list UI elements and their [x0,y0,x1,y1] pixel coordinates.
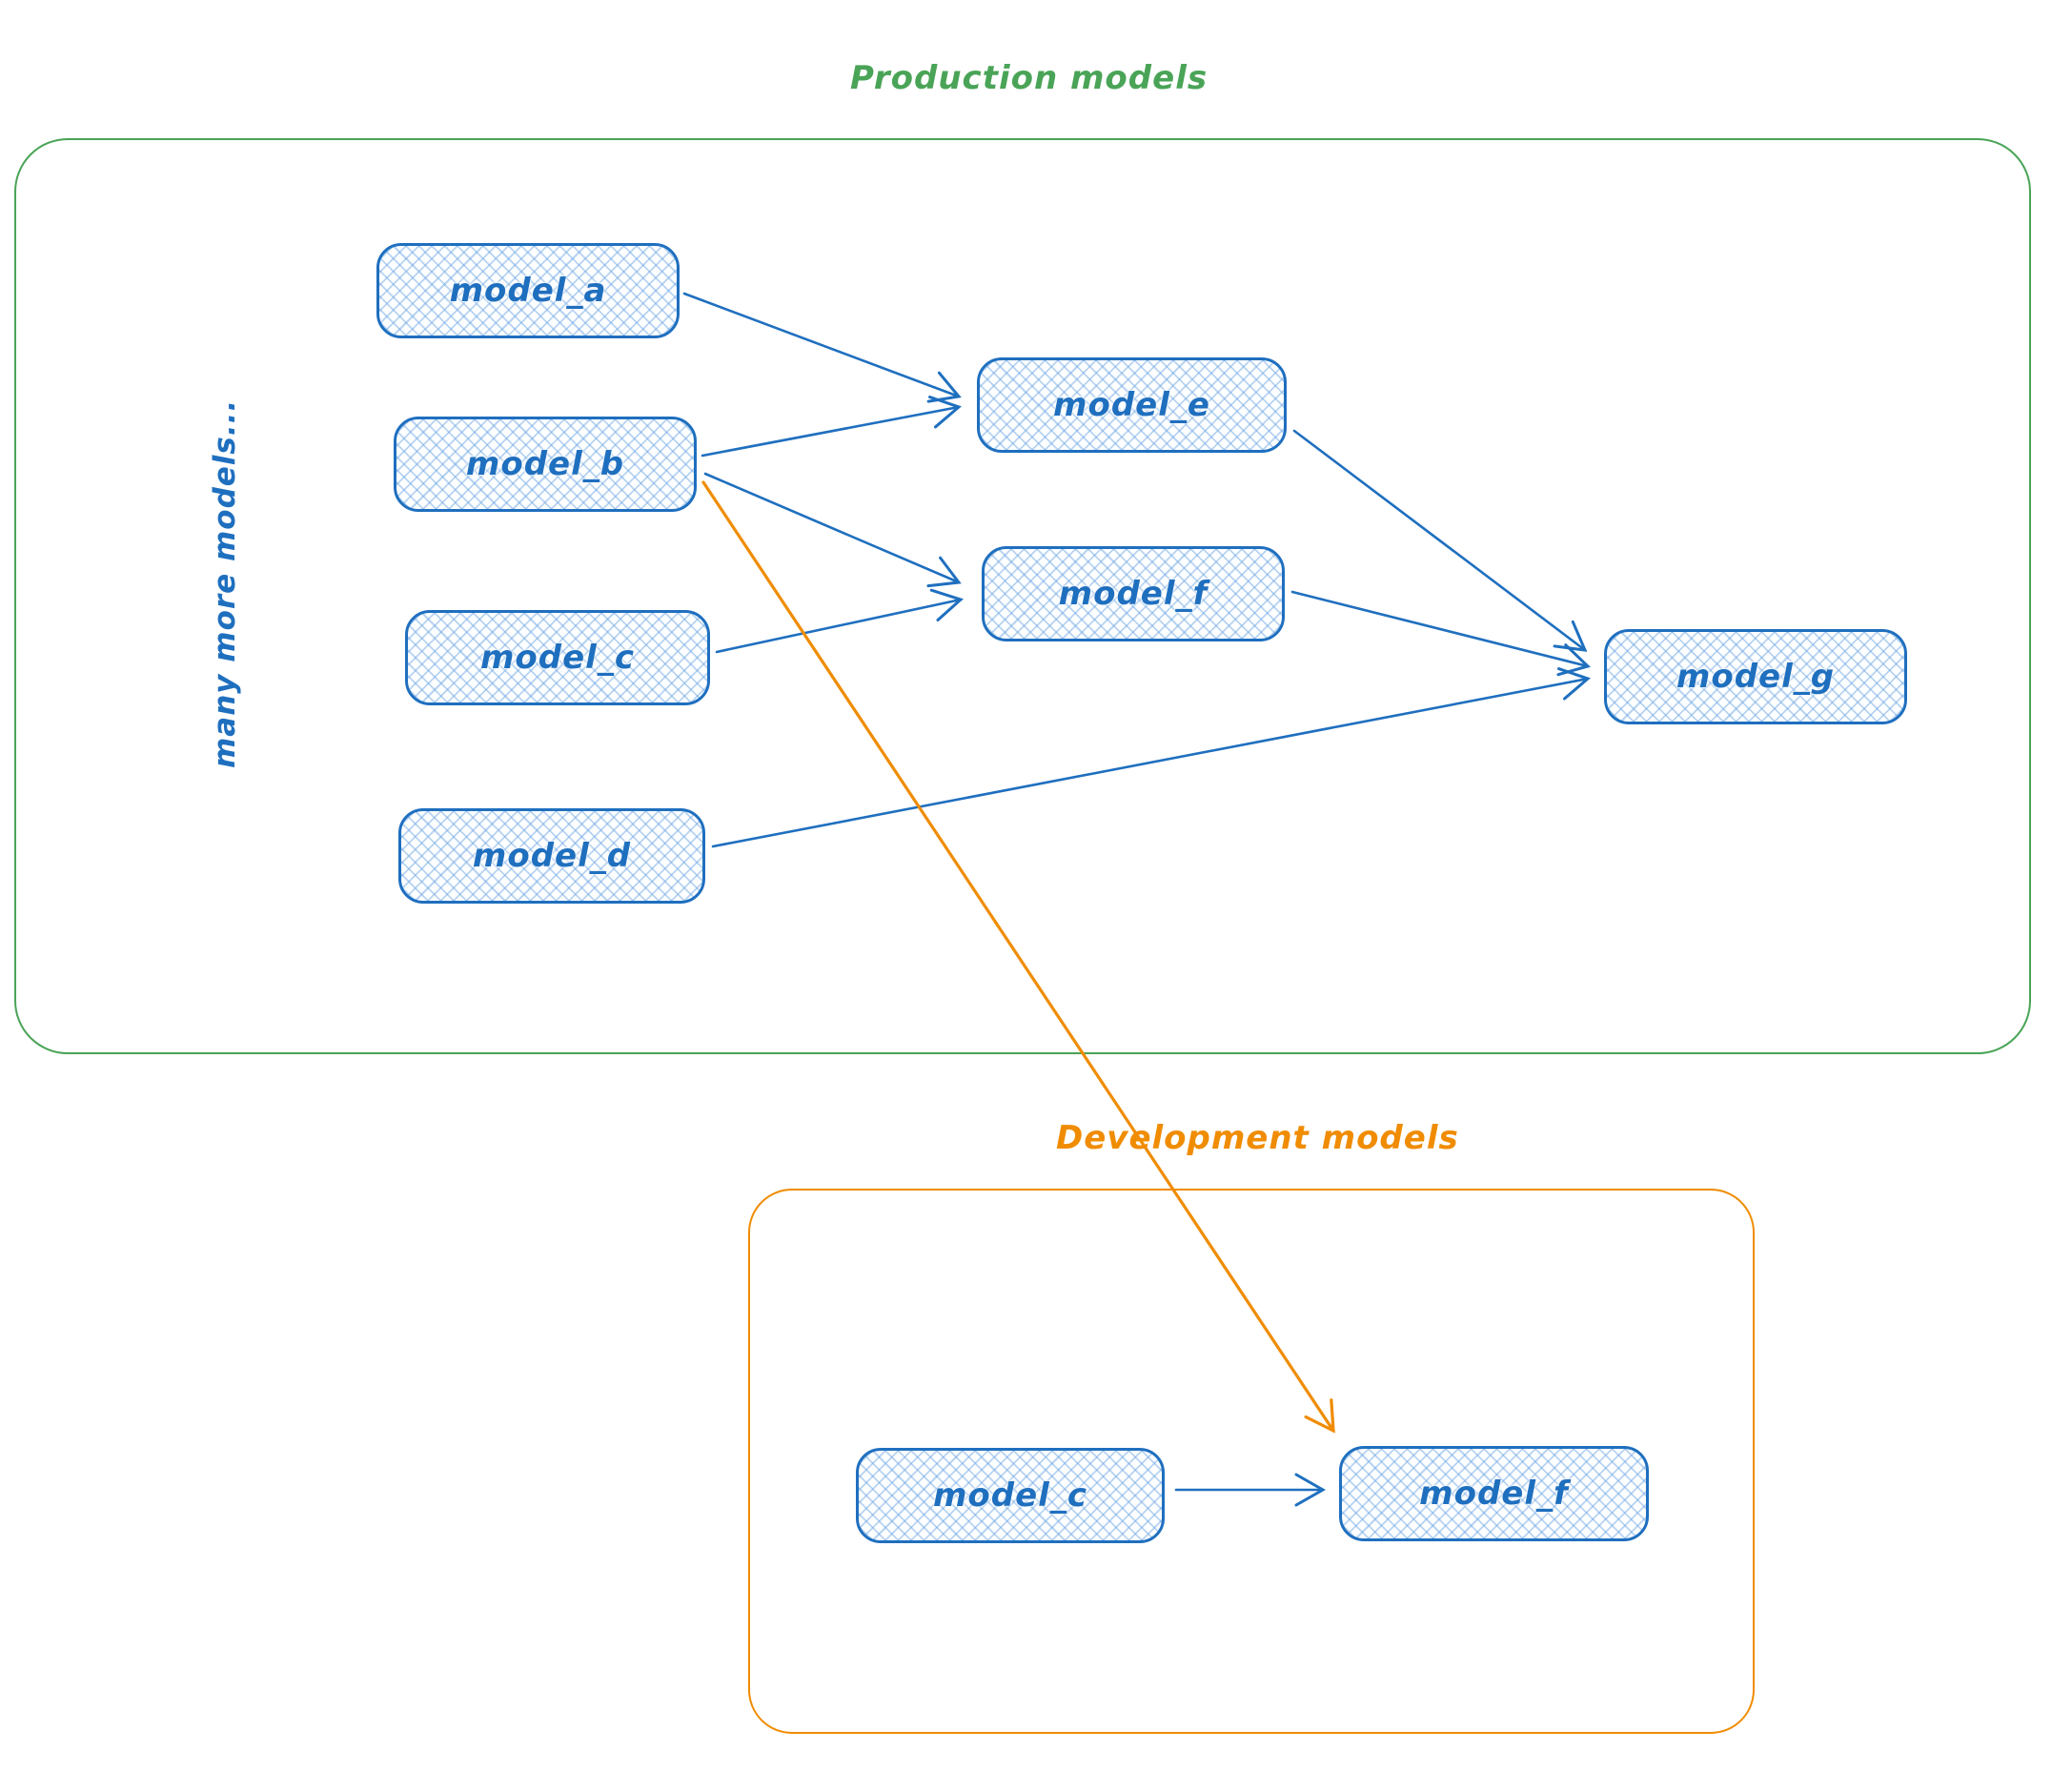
development-title: Development models [1056,1119,1459,1157]
production-side-note: many more models... [208,398,242,768]
node-dev-model-c: model_c [856,1448,1165,1543]
node-model-f: model_f [982,546,1285,641]
node-model-b-label: model_b [465,445,625,483]
node-model-e-label: model_e [1053,386,1210,424]
node-model-a-label: model_a [449,272,607,310]
production-title: Production models [850,59,1209,97]
node-model-b: model_b [394,417,697,512]
node-model-g-label: model_g [1676,658,1836,696]
node-dev-model-f: model_f [1339,1446,1649,1541]
node-model-d: model_d [398,808,705,904]
node-model-g: model_g [1604,629,1907,724]
node-model-e: model_e [977,357,1287,453]
node-model-c-label: model_c [480,639,635,677]
node-model-f-label: model_f [1058,575,1209,613]
node-model-a: model_a [376,243,680,338]
node-dev-model-c-label: model_c [933,1476,1087,1515]
node-model-c: model_c [405,610,710,705]
node-dev-model-f-label: model_f [1419,1475,1569,1513]
node-model-d-label: model_d [472,837,632,875]
